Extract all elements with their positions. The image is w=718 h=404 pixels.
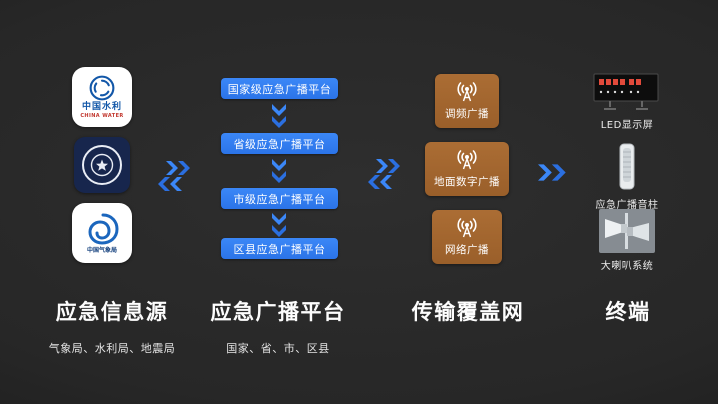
column-title-sources: 应急信息源	[55, 300, 169, 324]
right-arrow-icon	[538, 164, 566, 181]
meteorology-label: 中国气象局	[86, 247, 117, 254]
down-arrow-icon	[272, 159, 286, 183]
column-subtitle-sources: 气象局、水利局、地震局	[48, 342, 176, 355]
platform-level-national: 国家级应急广播平台	[221, 78, 338, 99]
broadcast-tower-icon	[457, 82, 477, 102]
led-screen-image	[593, 73, 659, 110]
terminal-caption-speaker-column: 应急广播音柱	[595, 200, 659, 211]
left-arrow-icon	[158, 177, 182, 191]
right-arrow-icon	[166, 161, 190, 175]
china-water-logo: 中国水利 CHINA WATER	[72, 67, 132, 127]
platform-level-city: 市级应急广播平台	[221, 188, 338, 209]
column-title-terminals: 终端	[605, 300, 651, 324]
terminal-caption-horn-system: 大喇叭系统	[600, 261, 654, 272]
column-title-network: 传输覆盖网	[411, 300, 525, 324]
cloud-swirl-icon	[88, 213, 119, 245]
platform-level-provincial: 省级应急广播平台	[221, 133, 338, 154]
left-arrow-icon	[368, 175, 392, 189]
arrows-platforms-network	[366, 159, 402, 189]
meteorology-bureau-logo: 中国气象局	[72, 203, 132, 263]
network-node-label: 调频广播	[445, 108, 489, 120]
right-arrow-icon	[376, 159, 400, 173]
down-arrow-icon	[272, 104, 286, 128]
network-node-label: 网络广播	[445, 244, 489, 256]
china-water-sublabel: CHINA WATER	[80, 112, 124, 119]
arrows-sources-platforms	[156, 161, 192, 191]
broadcast-tower-icon	[457, 150, 477, 170]
earthquake-bureau-seal-logo	[74, 137, 130, 193]
arrows-network-terminals	[538, 164, 568, 181]
platform-level-county: 区县应急广播平台	[221, 238, 338, 259]
column-title-platforms: 应急广播平台	[210, 300, 346, 324]
network-node-fm: 调频广播	[435, 74, 499, 128]
network-node-terrestrial-digital: 地面数字广播	[425, 142, 509, 196]
column-speaker-image	[619, 143, 635, 190]
network-node-label: 地面数字广播	[434, 176, 500, 188]
china-water-label: 中国水利	[81, 102, 122, 113]
broadcast-tower-icon	[457, 218, 477, 238]
horn-speaker-image	[599, 209, 655, 253]
seal-emblem-icon	[82, 145, 122, 185]
network-node-internet: 网络广播	[432, 210, 502, 264]
china-water-emblem-icon	[89, 75, 115, 101]
terminal-caption-led: LED显示屏	[600, 120, 654, 131]
down-arrow-icon	[272, 213, 286, 237]
column-subtitle-platforms: 国家、省、市、区县	[226, 342, 330, 355]
